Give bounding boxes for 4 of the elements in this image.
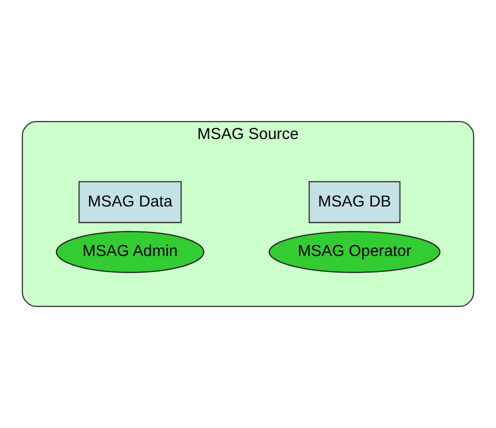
node-box: MSAG Data: [78, 181, 182, 224]
node-ellipse: MSAG Operator: [268, 231, 440, 273]
node-ellipse: MSAG Admin: [56, 231, 204, 273]
node-box: MSAG DB: [308, 181, 400, 224]
